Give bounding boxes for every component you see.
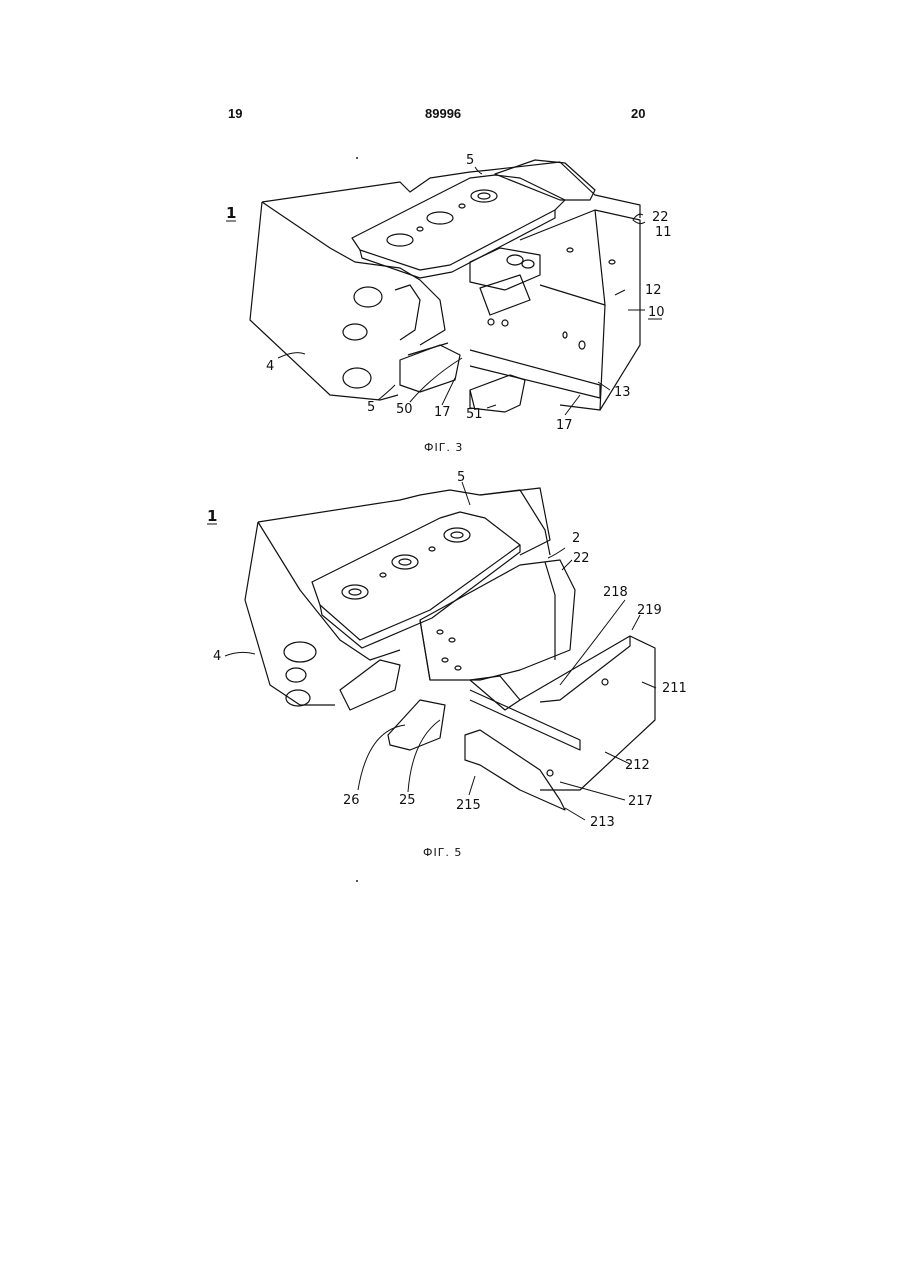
figure-3-caption: ФІГ. 3 <box>424 441 463 454</box>
page-number-right: 20 <box>631 106 645 121</box>
fig3-label-5b: 5 <box>367 400 375 415</box>
fig5-label-4: 4 <box>213 649 221 664</box>
fig3-label-4: 4 <box>266 359 274 374</box>
fig3-label-17b: 17 <box>556 418 573 433</box>
page-number-left: 19 <box>228 106 242 121</box>
fig5-label-26: 26 <box>343 793 360 808</box>
fig5-label-211: 211 <box>662 681 687 696</box>
figure-5: 1 5 2 22 218 219 211 4 212 26 25 215 217… <box>0 470 901 840</box>
figure-5-caption: ФІГ. 5 <box>423 846 462 859</box>
fig3-label-22: 22 <box>652 210 669 225</box>
fig5-label-assembly: 1 <box>207 507 217 525</box>
figure-3: 1 5 22 11 12 10 4 5 50 17 51 17 13 <box>0 150 901 440</box>
fig3-label-50: 50 <box>396 402 413 417</box>
fig3-label-11: 11 <box>655 225 672 240</box>
fig3-label-12: 12 <box>645 283 662 298</box>
fig3-label-17a: 17 <box>434 405 451 420</box>
fig3-label-51: 51 <box>466 407 483 422</box>
fig3-label-plate: 5 <box>466 153 474 168</box>
fig3-label-10: 10 <box>648 305 665 320</box>
fig5-label-2: 2 <box>572 531 580 546</box>
figure-3-drawing: 1 5 22 11 12 10 4 5 50 17 51 17 13 <box>0 150 901 440</box>
fig5-label-219: 219 <box>637 603 662 618</box>
fig5-label-218: 218 <box>603 585 628 600</box>
fig5-label-25: 25 <box>399 793 416 808</box>
fig3-label-13: 13 <box>614 385 631 400</box>
fig5-label-212: 212 <box>625 758 650 773</box>
fig5-label-213: 213 <box>590 815 615 830</box>
scan-speck <box>356 880 358 882</box>
fig3-label-assembly: 1 <box>226 204 236 222</box>
fig5-label-217: 217 <box>628 794 653 809</box>
fig5-label-22: 22 <box>573 551 590 566</box>
figure-5-drawing: 1 5 2 22 218 219 211 4 212 26 25 215 217… <box>0 470 901 840</box>
document-number: 89996 <box>425 106 461 121</box>
fig5-label-plate: 5 <box>457 470 465 485</box>
fig5-label-215: 215 <box>456 798 481 813</box>
